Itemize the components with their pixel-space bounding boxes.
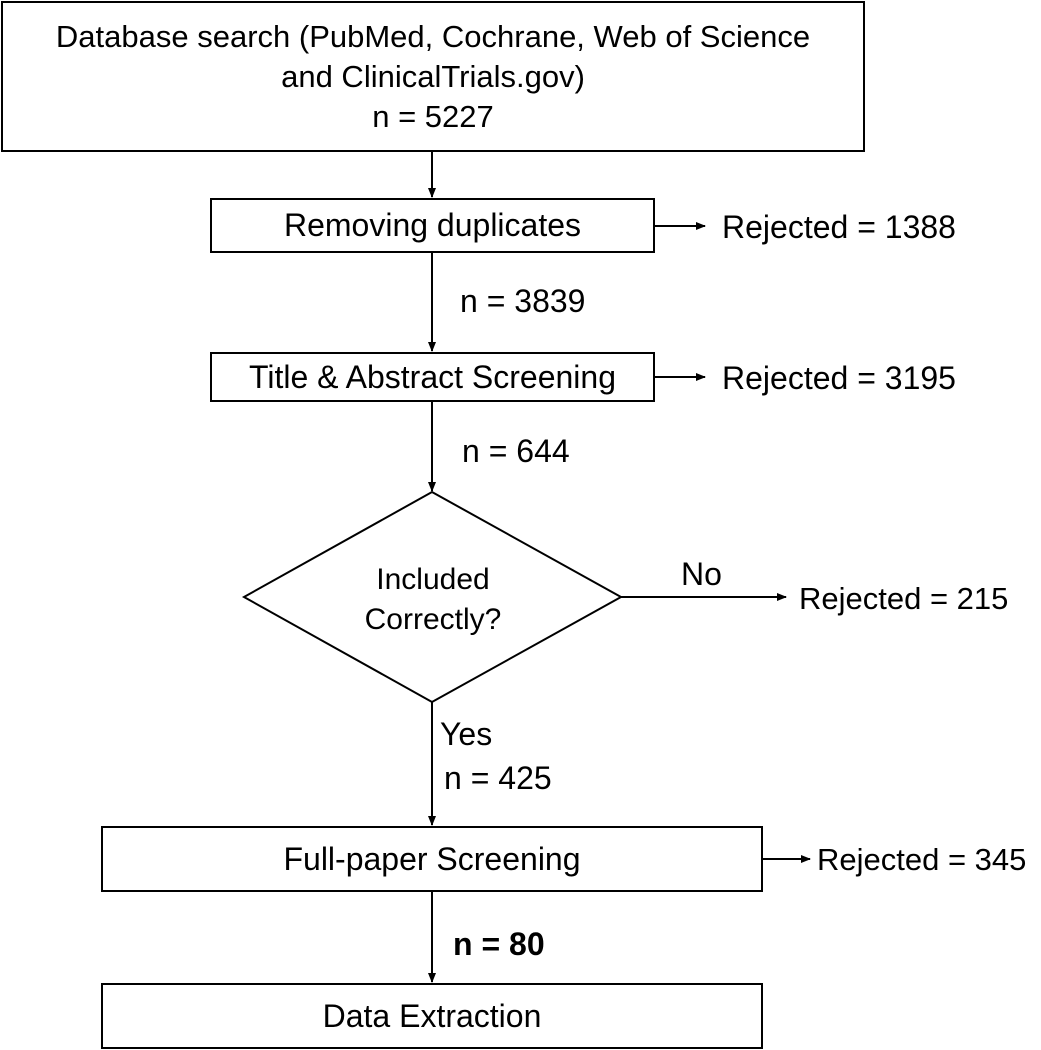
decision-label-line1: Included bbox=[376, 563, 490, 596]
rejected-title-abstract: Rejected = 3195 bbox=[722, 360, 956, 396]
full-paper-screening-box: Full-paper Screening bbox=[101, 826, 763, 892]
rejected-full-paper: Rejected = 345 bbox=[817, 842, 1027, 877]
decision-label: Included Correctly? bbox=[318, 560, 548, 640]
decision-diamond bbox=[241, 490, 624, 704]
database-search-box: Database search (PubMed, Cochrane, Web o… bbox=[1, 1, 865, 152]
rejected-decision: Rejected = 215 bbox=[799, 581, 1009, 616]
title-abstract-screening-label: Title & Abstract Screening bbox=[249, 358, 616, 395]
removing-duplicates-box: Removing duplicates bbox=[210, 198, 655, 253]
full-paper-screening-label: Full-paper Screening bbox=[283, 840, 581, 877]
yes-label: Yes bbox=[440, 716, 493, 752]
count-after-screening: n = 644 bbox=[462, 433, 570, 469]
title-abstract-screening-box: Title & Abstract Screening bbox=[210, 352, 655, 402]
removing-duplicates-label: Removing duplicates bbox=[283, 207, 582, 243]
count-after-duplicates: n = 3839 bbox=[460, 283, 586, 319]
search-title-line1: Database search (PubMed, Cochrane, Web o… bbox=[55, 18, 811, 54]
search-count: n = 5227 bbox=[372, 98, 494, 134]
search-title-line2: and ClinicalTrials.gov) bbox=[281, 58, 585, 94]
count-after-decision: n = 425 bbox=[444, 760, 552, 796]
decision-label-line2: Correctly? bbox=[364, 603, 502, 636]
data-extraction-label: Data Extraction bbox=[322, 997, 542, 1034]
rejected-duplicates: Rejected = 1388 bbox=[722, 209, 956, 245]
data-extraction-box: Data Extraction bbox=[101, 983, 763, 1049]
final-count: n = 80 bbox=[453, 926, 545, 962]
no-label: No bbox=[681, 556, 722, 592]
